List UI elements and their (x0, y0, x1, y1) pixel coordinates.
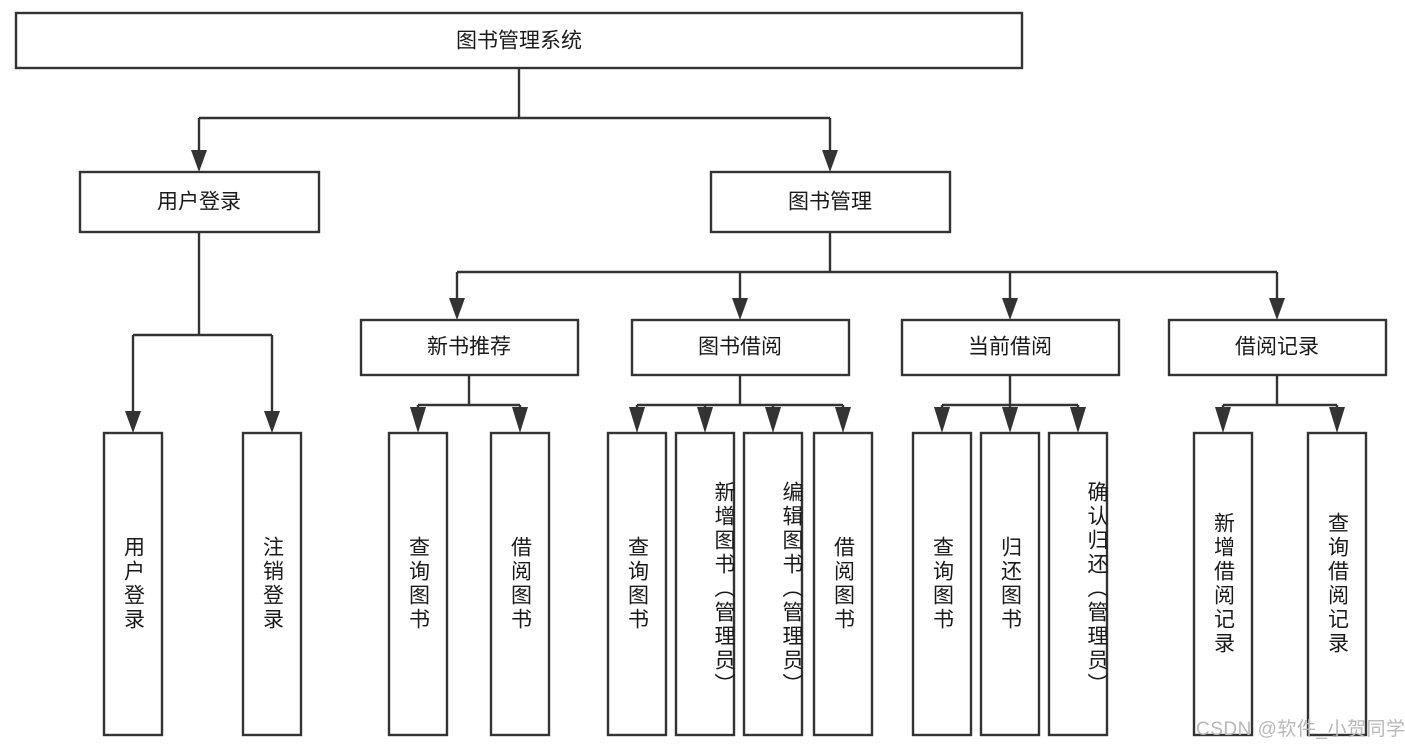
leaf-box-confirm-return[interactable] (1047, 431, 1109, 737)
node-book-manage[interactable]: 图书管理 (709, 170, 952, 234)
arrowhead-leaf-add-book (697, 407, 713, 433)
csdn-watermark: CSDN @软件_小贺同学 (1196, 719, 1405, 740)
node-current-borrow[interactable]: 当前借阅 (900, 318, 1121, 377)
leaf-box-user-login[interactable] (102, 431, 164, 737)
leaf-box-logout-login[interactable] (241, 431, 303, 737)
arrowhead-current-borrow (1002, 298, 1018, 320)
leaf-box-query-record[interactable] (1306, 431, 1368, 737)
connector-group-book-manage (449, 232, 1285, 320)
arrowhead-leaf-confirm-return (1070, 407, 1086, 433)
arrowhead-new-book-recommend (449, 298, 465, 320)
arrowhead-leaf-borrow-book-2 (835, 407, 851, 433)
leaf-boxes-current-borrow (911, 431, 1109, 737)
node-root-label: 图书管理系统 (456, 30, 582, 53)
leaf-boxes-book-borrow (606, 431, 874, 737)
node-book-manage-box[interactable] (709, 170, 952, 234)
node-user-login-label: 用户登录 (157, 191, 241, 214)
leaf-boxes-new-book-recommend (387, 431, 551, 737)
leaf-box-borrow-book-2[interactable] (812, 431, 874, 737)
leaf-box-query-book-3[interactable] (911, 431, 973, 737)
connector-group-root (191, 68, 838, 172)
arrowhead-book-manage (822, 150, 838, 172)
arrowhead-leaf-borrow-book-1 (512, 407, 528, 433)
node-user-login-box[interactable] (78, 170, 321, 234)
arrowhead-borrow-record (1269, 298, 1285, 320)
arrowhead-leaf-user-login (125, 411, 141, 433)
leaf-boxes-borrow-record (1192, 431, 1368, 737)
arrowhead-leaf-logout-login (264, 411, 280, 433)
arrowhead-leaf-return-book (1002, 407, 1018, 433)
leaf-box-edit-book[interactable] (742, 431, 804, 737)
arrowhead-book-borrow (732, 298, 748, 320)
arrowhead-user-login (191, 150, 207, 172)
arrowhead-leaf-query-book-3 (934, 407, 950, 433)
connector-group-borrow-record (1215, 375, 1345, 433)
node-root[interactable]: 图书管理系统 (14, 11, 1024, 70)
arrowhead-leaf-edit-book (765, 407, 781, 433)
leaf-box-query-book-1[interactable] (387, 431, 449, 737)
node-new-book-recommend-label: 新书推荐 (427, 336, 511, 359)
node-current-borrow-label: 当前借阅 (968, 336, 1052, 359)
node-book-borrow-box[interactable] (630, 318, 851, 377)
node-borrow-record[interactable]: 借阅记录 (1167, 318, 1388, 377)
arrowhead-leaf-query-book-2 (629, 407, 645, 433)
leaf-box-query-book-2[interactable] (606, 431, 668, 737)
node-new-book-recommend[interactable]: 新书推荐 (359, 318, 580, 377)
node-book-borrow-label: 图书借阅 (698, 336, 782, 359)
arrowhead-leaf-query-record (1329, 407, 1345, 433)
connector-group-current-borrow (934, 375, 1086, 433)
node-borrow-record-label: 借阅记录 (1235, 336, 1319, 359)
leaf-box-return-book[interactable] (979, 431, 1041, 737)
node-book-manage-label: 图书管理 (788, 191, 872, 214)
node-borrow-record-box[interactable] (1167, 318, 1388, 377)
connector-group-user-login (125, 232, 280, 433)
node-root-box[interactable] (14, 11, 1024, 70)
node-user-login[interactable]: 用户登录 (78, 170, 321, 234)
node-book-borrow[interactable]: 图书借阅 (630, 318, 851, 377)
node-new-book-recommend-box[interactable] (359, 318, 580, 377)
arrowhead-leaf-query-book-1 (410, 407, 426, 433)
leaf-box-borrow-book-1[interactable] (489, 431, 551, 737)
node-current-borrow-box[interactable] (900, 318, 1121, 377)
leaf-box-add-book[interactable] (674, 431, 736, 737)
leaf-boxes-user-login (102, 431, 303, 737)
connector-group-book-borrow (629, 375, 851, 433)
connector-group-new-book-recommend (410, 375, 528, 433)
arrowhead-leaf-add-record (1215, 407, 1231, 433)
leaf-box-add-record[interactable] (1192, 431, 1254, 737)
